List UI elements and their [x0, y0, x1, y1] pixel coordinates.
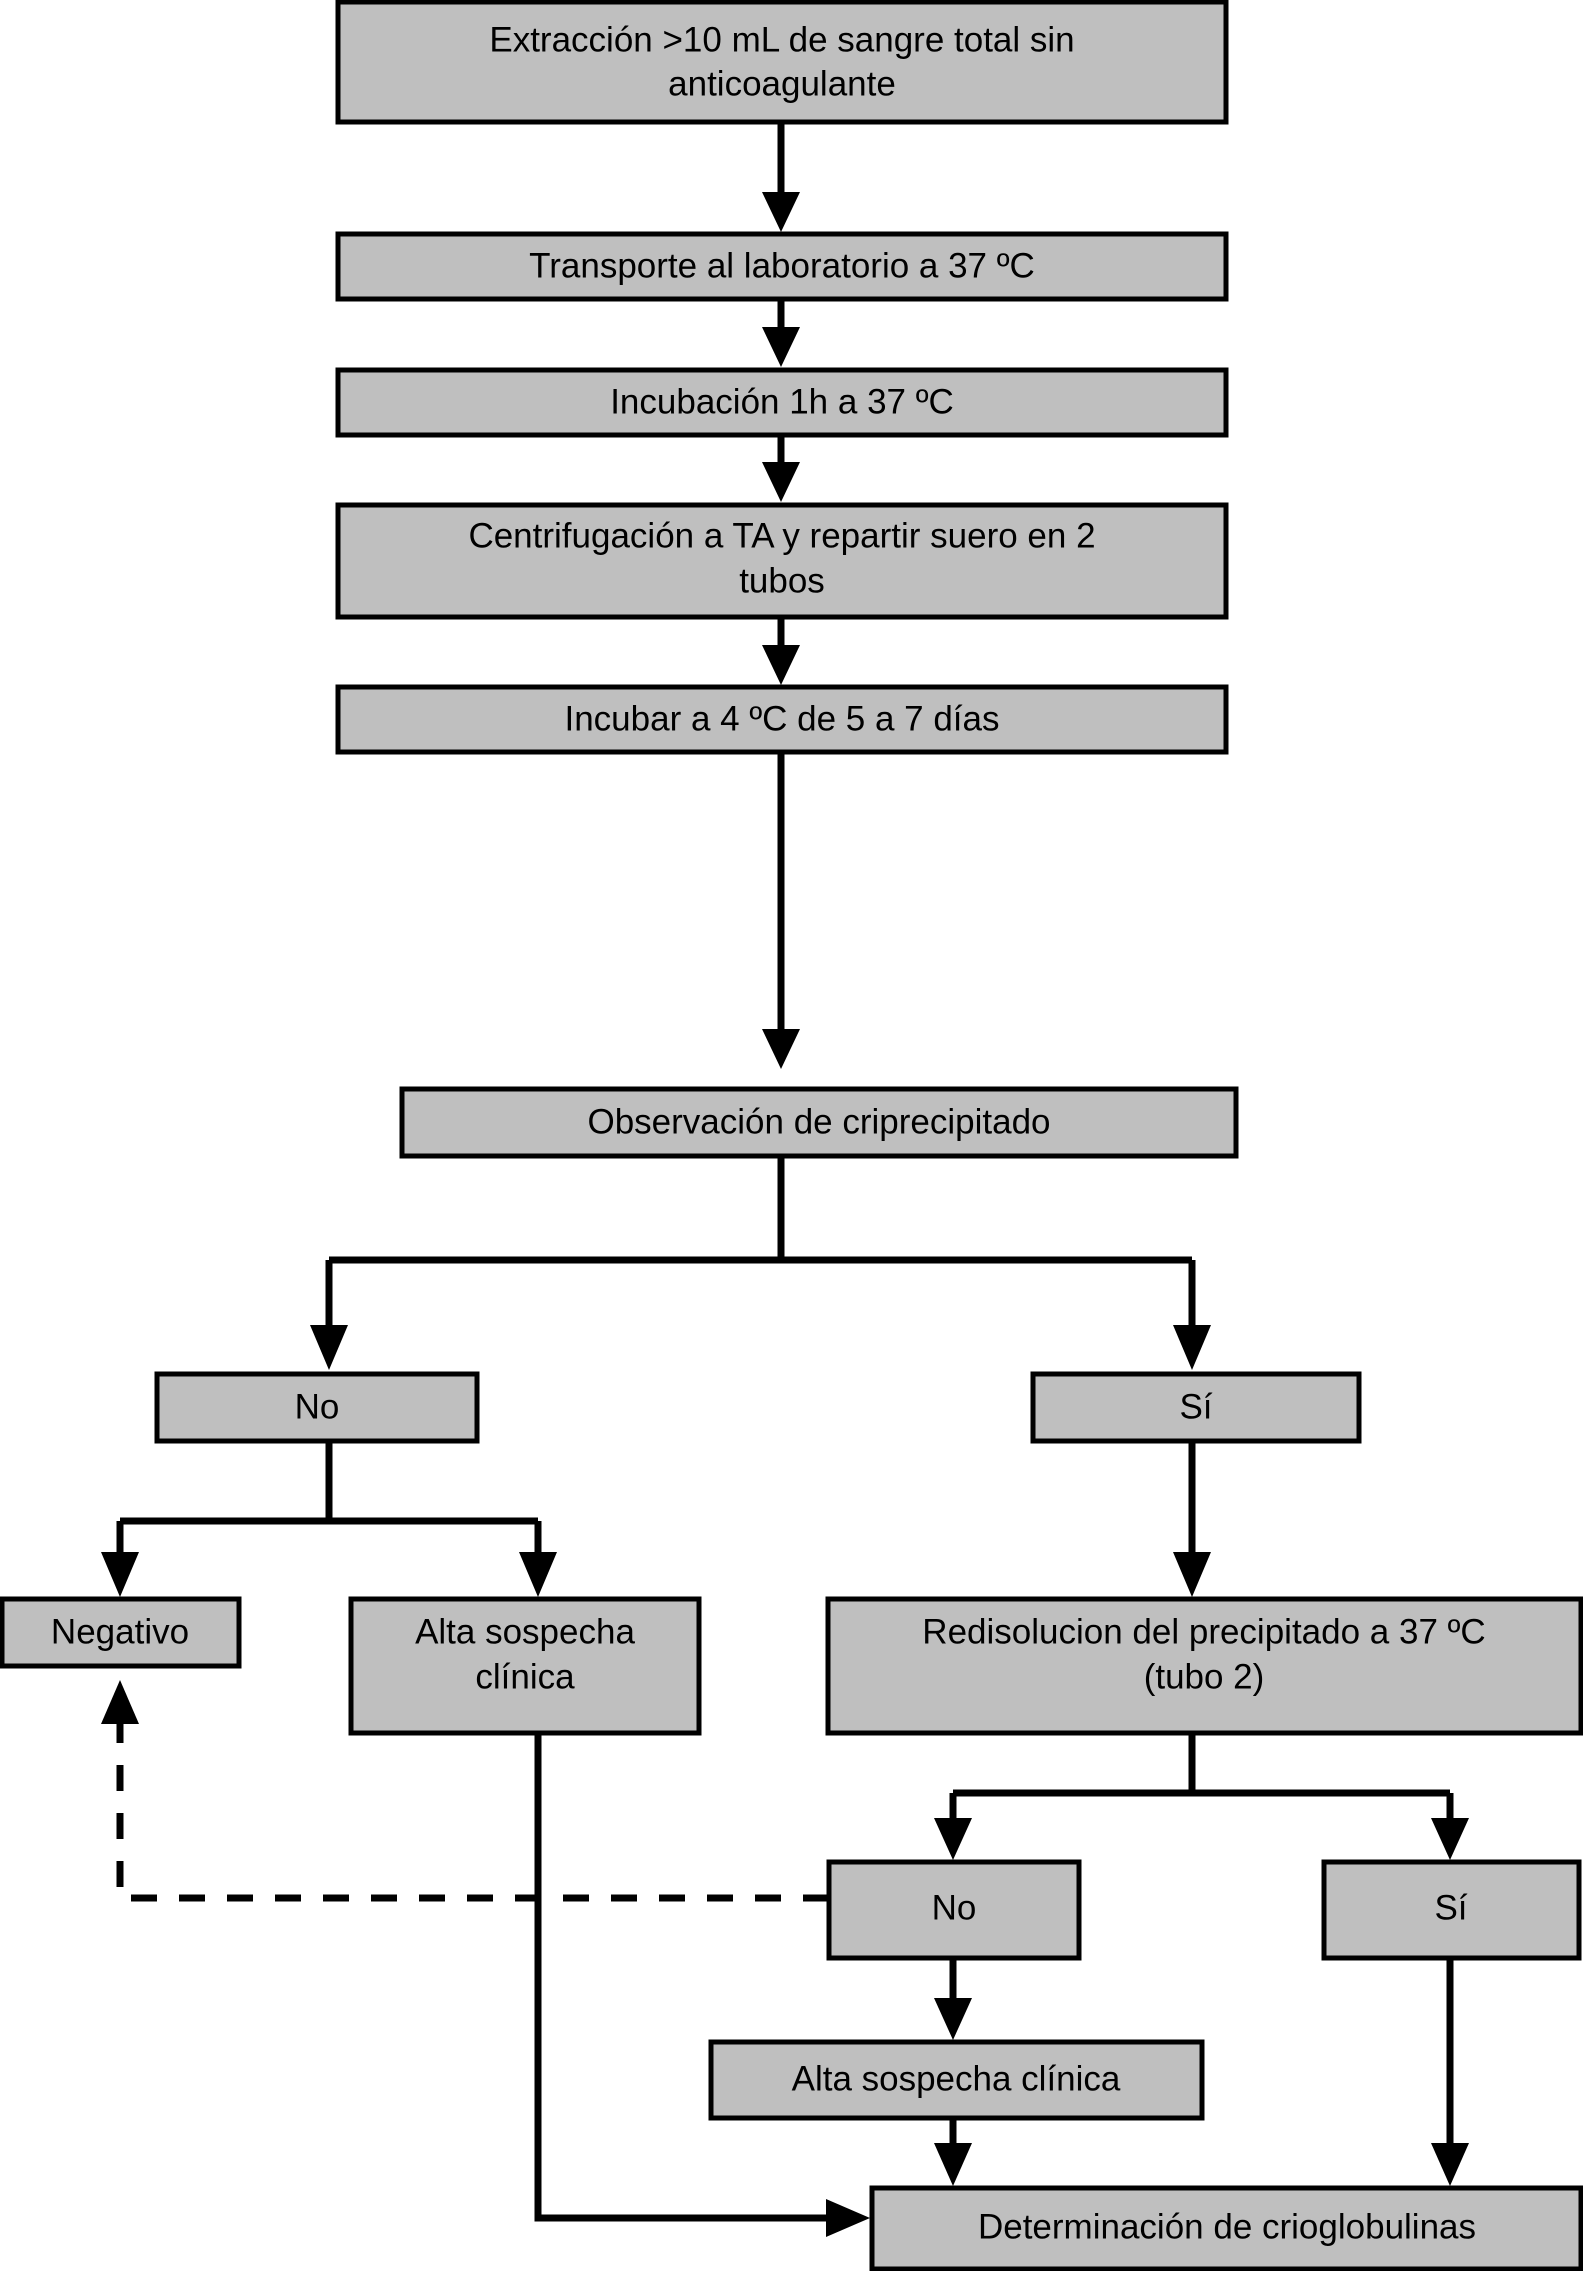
- edge-centrifugacion-to-incubar: [762, 617, 800, 685]
- arrow-head-icon: [519, 1552, 557, 1597]
- node-no-criprecipitado-box[interactable]: [154, 1371, 480, 1444]
- node-no-redisolucion[interactable]: No: [826, 1859, 1082, 1961]
- node-negativo-box[interactable]: [0, 1596, 242, 1669]
- arrow-head-icon: [826, 2199, 870, 2237]
- arrow-head-icon: [101, 1680, 139, 1724]
- edge-no-split: [101, 1441, 557, 1597]
- node-observacion-label: Observación de criprecipitado: [587, 1102, 1050, 1141]
- edge-no2-to-alta-sospecha: [934, 1958, 972, 2040]
- node-extraccion-box[interactable]: [335, 0, 1229, 125]
- node-si-redisolucion-box[interactable]: [1321, 1859, 1582, 1961]
- node-transporte-box[interactable]: [335, 231, 1229, 302]
- edge-alta-sospecha-left-to-determinacion: [534, 1733, 870, 2237]
- arrow-head-icon: [762, 645, 800, 685]
- edge-incubar-to-observacion: [762, 752, 800, 1069]
- node-incubacion-1h[interactable]: Incubación 1h a 37 ºC: [335, 367, 1229, 438]
- node-centrifugacion[interactable]: Centrifugación a TA y repartir suero en …: [335, 502, 1229, 620]
- edge-alta-sospecha-to-determinacion: [934, 2118, 972, 2186]
- arrow-head-icon: [101, 1552, 139, 1597]
- node-redisolucion-label-line2: (tubo 2): [1144, 1657, 1265, 1696]
- arrow-head-icon: [1431, 1818, 1469, 1860]
- node-redisolucion-label-line1: Redisolucion del precipitado a 37 ºC: [922, 1612, 1485, 1651]
- node-no-criprecipitado[interactable]: No: [154, 1371, 480, 1444]
- node-centrifugacion-label-line1: Centrifugación a TA y repartir suero en …: [468, 516, 1095, 555]
- edge-incubacion-to-centrifugacion: [762, 435, 800, 502]
- arrow-head-icon: [762, 1029, 800, 1069]
- arrow-head-icon: [934, 1818, 972, 1860]
- node-extraccion-label-line2: anticoagulante: [668, 64, 896, 103]
- node-incubar-4c-box[interactable]: [335, 684, 1229, 755]
- node-transporte-label: Transporte al laboratorio a 37 ºC: [529, 246, 1035, 285]
- node-incubacion-1h-label: Incubación 1h a 37 ºC: [610, 382, 954, 421]
- node-incubar-4c-label: Incubar a 4 ºC de 5 a 7 días: [564, 699, 999, 738]
- arrow-head-icon: [934, 2143, 972, 2186]
- node-alta-sospecha-clinica-left-box[interactable]: [348, 1596, 702, 1736]
- node-extraccion-label-line1: Extracción >10 mL de sangre total sin: [489, 20, 1074, 59]
- edge-si-to-redisolucion: [1173, 1441, 1211, 1597]
- node-centrifugacion-box[interactable]: [335, 502, 1229, 620]
- edge-observacion-split: [310, 1156, 1211, 1370]
- edge-extraccion-to-transporte: [762, 122, 800, 232]
- node-alta-sospecha-clinica-bottom-box[interactable]: [708, 2039, 1205, 2121]
- arrow-head-icon: [1173, 1552, 1211, 1597]
- arrow-head-icon: [310, 1325, 348, 1370]
- node-observacion-box[interactable]: [399, 1086, 1239, 1159]
- node-determinacion-box[interactable]: [869, 2185, 1583, 2271]
- node-incubar-4c[interactable]: Incubar a 4 ºC de 5 a 7 días: [335, 684, 1229, 755]
- node-negativo-label: Negativo: [51, 1612, 189, 1651]
- node-alta-sospecha-clinica-left-label-line1: Alta sospecha: [415, 1612, 635, 1651]
- node-transporte[interactable]: Transporte al laboratorio a 37 ºC: [335, 231, 1229, 302]
- arrow-head-icon: [1173, 1325, 1211, 1370]
- edge-layer: [101, 122, 1469, 2237]
- node-determinacion-label: Determinación de crioglobulinas: [978, 2207, 1476, 2246]
- node-alta-sospecha-clinica-bottom[interactable]: Alta sospecha clínica: [708, 2039, 1205, 2121]
- node-redisolucion-box[interactable]: [825, 1596, 1583, 1736]
- node-alta-sospecha-clinica-left[interactable]: Alta sospecha clínica: [348, 1596, 702, 1736]
- arrow-head-icon: [1431, 2143, 1469, 2186]
- edge-redisolucion-split: [934, 1733, 1469, 1860]
- node-si-criprecipitado[interactable]: Sí: [1030, 1371, 1362, 1444]
- node-observacion[interactable]: Observación de criprecipitado: [399, 1086, 1239, 1159]
- node-si-criprecipitado-box[interactable]: [1030, 1371, 1362, 1444]
- arrow-head-icon: [762, 327, 800, 367]
- node-incubacion-1h-box[interactable]: [335, 367, 1229, 438]
- node-negativo[interactable]: Negativo: [0, 1596, 242, 1669]
- node-si-redisolucion-label: Sí: [1434, 1888, 1467, 1927]
- node-determinacion[interactable]: Determinación de crioglobulinas: [869, 2185, 1583, 2271]
- node-alta-sospecha-clinica-bottom-label: Alta sospecha clínica: [792, 2059, 1121, 2098]
- edge-no2-to-negativo-dashed: [101, 1680, 829, 1902]
- edge-si2-to-determinacion: [1431, 1958, 1469, 2186]
- node-alta-sospecha-clinica-left-label-line2: clínica: [475, 1657, 575, 1696]
- node-no-criprecipitado-label: No: [295, 1387, 340, 1426]
- node-si-criprecipitado-label: Sí: [1179, 1387, 1212, 1426]
- node-redisolucion[interactable]: Redisolucion del precipitado a 37 ºC (tu…: [825, 1596, 1583, 1736]
- edge-transporte-to-incubacion: [762, 299, 800, 367]
- node-no-redisolucion-label: No: [932, 1888, 977, 1927]
- node-extraccion[interactable]: Extracción >10 mL de sangre total sin an…: [335, 0, 1229, 125]
- node-no-redisolucion-box[interactable]: [826, 1859, 1082, 1961]
- node-si-redisolucion[interactable]: Sí: [1321, 1859, 1582, 1961]
- arrow-head-icon: [762, 192, 800, 232]
- arrow-head-icon: [762, 462, 800, 502]
- node-centrifugacion-label-line2: tubos: [739, 561, 825, 600]
- arrow-head-icon: [934, 1998, 972, 2040]
